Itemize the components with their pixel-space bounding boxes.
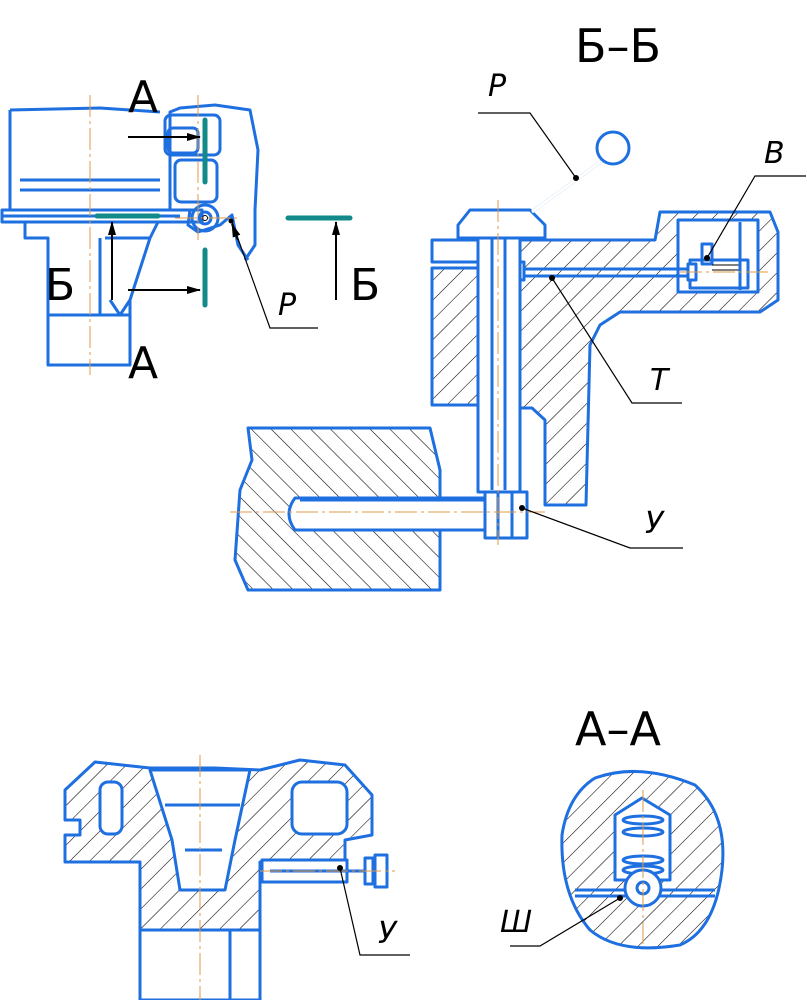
leader-label-u-bottom: У: [378, 916, 398, 951]
cut-label-a-top: А: [128, 72, 158, 123]
leader-label-r-section: Р: [488, 69, 507, 104]
cut-label-a-bottom: А: [128, 338, 158, 389]
section-aa-title: А–А: [575, 702, 661, 756]
bottom-section: [63, 755, 410, 1000]
leader-label-sh: Ш: [500, 905, 532, 940]
leader-label-u-section: У: [645, 506, 665, 541]
main-view: [0, 95, 353, 375]
section-bb-title: Б–Б: [575, 19, 661, 73]
leader-label-r-main: Р: [278, 288, 297, 323]
leader-label-t: Т: [650, 363, 671, 398]
section-bb: [230, 112, 806, 592]
cut-label-b-left: Б: [45, 260, 75, 311]
section-aa: [510, 770, 725, 950]
cut-label-b-right: Б: [350, 260, 380, 311]
leader-label-v: В: [764, 136, 785, 171]
